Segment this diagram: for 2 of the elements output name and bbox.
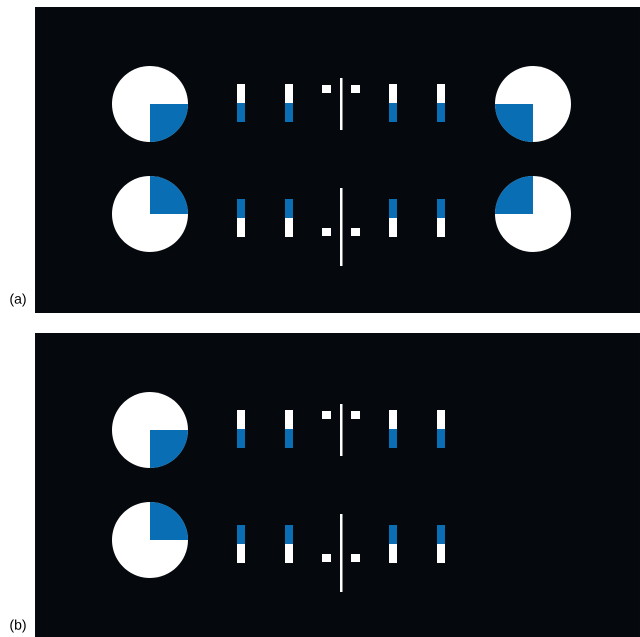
panel-label: (b) (10, 619, 26, 633)
panel-label: (a) (10, 293, 26, 307)
